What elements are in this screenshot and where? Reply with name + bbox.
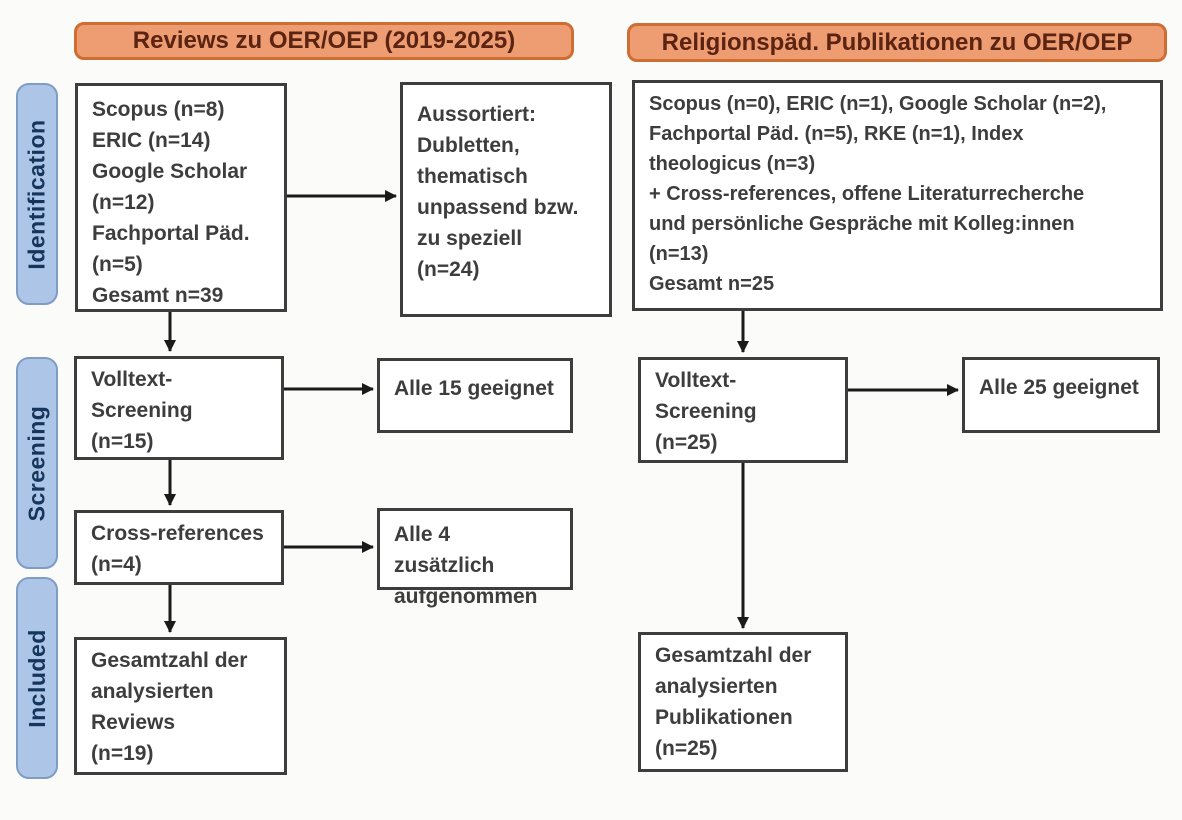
- stage-included-label: Included: [23, 628, 50, 728]
- stage-screening-label: Screening: [23, 405, 50, 521]
- box-left-fulltext-screening: Volltext- Screening (n=15): [74, 356, 284, 460]
- stage-identification-label: Identification: [23, 118, 50, 270]
- box-left-excluded: Aussortiert: Dubletten, thematisch unpas…: [400, 82, 612, 317]
- stage-identification: Identification: [16, 83, 58, 305]
- box-right-fulltext-result: Alle 25 geeignet: [962, 357, 1160, 433]
- box-right-fulltext-screening: Volltext- Screening (n=25): [638, 357, 848, 463]
- stage-included: Included: [16, 577, 58, 779]
- box-left-included-total: Gesamtzahl der analysierten Reviews (n=1…: [74, 637, 287, 775]
- header-reviews-column: Reviews zu OER/OEP (2019-2025): [74, 22, 574, 60]
- box-left-crossref-result: Alle 4 zusätzlich aufgenommen: [377, 508, 573, 608]
- box-right-identification-sources: Scopus (n=0), ERIC (n=1), Google Scholar…: [632, 80, 1163, 311]
- box-left-fulltext-result: Alle 15 geeignet: [377, 358, 573, 433]
- stage-screening: Screening: [16, 357, 58, 569]
- box-left-identification-sources: Scopus (n=8) ERIC (n=14) Google Scholar …: [75, 83, 287, 312]
- header-religionspaed-column: Religionspäd. Publikationen zu OER/OEP: [627, 23, 1167, 62]
- box-left-crossreferences: Cross-references (n=4): [74, 510, 284, 585]
- box-right-included-total: Gesamtzahl der analysierten Publikatione…: [638, 632, 848, 772]
